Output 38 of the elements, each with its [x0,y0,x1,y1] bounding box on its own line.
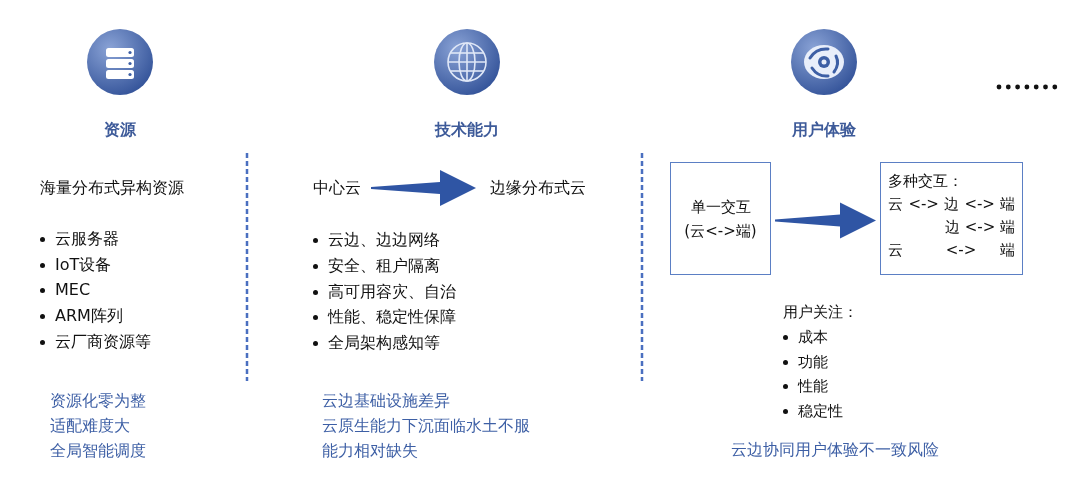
box-text: (云<->端) [684,220,757,241]
note-text: 云边协同用户体验不一致风险 [731,439,939,461]
note-text: 资源化零为整 [50,390,146,412]
note-text: 适配难度大 [50,415,130,437]
note-text: 能力相对缺失 [322,440,418,462]
box-text: 云 <-> 边 <-> 端 [888,194,1015,214]
list-item: 安全、租户隔离 [328,255,440,277]
list-item: 全局架构感知等 [328,332,440,354]
note-text: 云原生能力下沉面临水土不服 [322,415,530,437]
text-label: 海量分布式异构资源 [40,177,184,199]
process-box [670,162,771,275]
list-item: IoT设备 [55,254,112,276]
arrow [775,202,876,239]
node-label: 中心云 [313,177,361,199]
node-label: 边缘分布式云 [490,177,586,199]
list-item: 性能 [798,376,828,397]
list-item: 云服务器 [55,228,119,250]
section-heading: 用户体验 [792,119,856,141]
box-text: 多种交互： [888,171,964,191]
list-item: 稳定性 [798,401,843,422]
list-item: 高可用容灾、自治 [328,281,456,303]
list-item: 性能、稳定性保障 [328,306,456,328]
list-item: 功能 [798,352,828,373]
list-item: MEC [55,279,91,301]
arrow [371,170,476,206]
box-text: 边 <-> 端 [943,217,1015,237]
text-label: 用户关注： [783,302,858,323]
list-item: ARM阵列 [55,305,123,327]
list-item: 云厂商资源等 [55,331,151,353]
box-text: 单一交互 [690,196,751,217]
section-heading: 资源 [104,119,136,141]
list-item: 云边、边边网络 [328,229,440,251]
section-heading: 技术能力 [435,119,499,141]
note-text: 云边基础设施差异 [322,390,450,412]
box-text: 云 <-> 端 [888,240,1015,260]
list-item: 成本 [798,327,828,348]
process-box [880,162,1023,275]
note-text: 全局智能调度 [50,440,146,462]
